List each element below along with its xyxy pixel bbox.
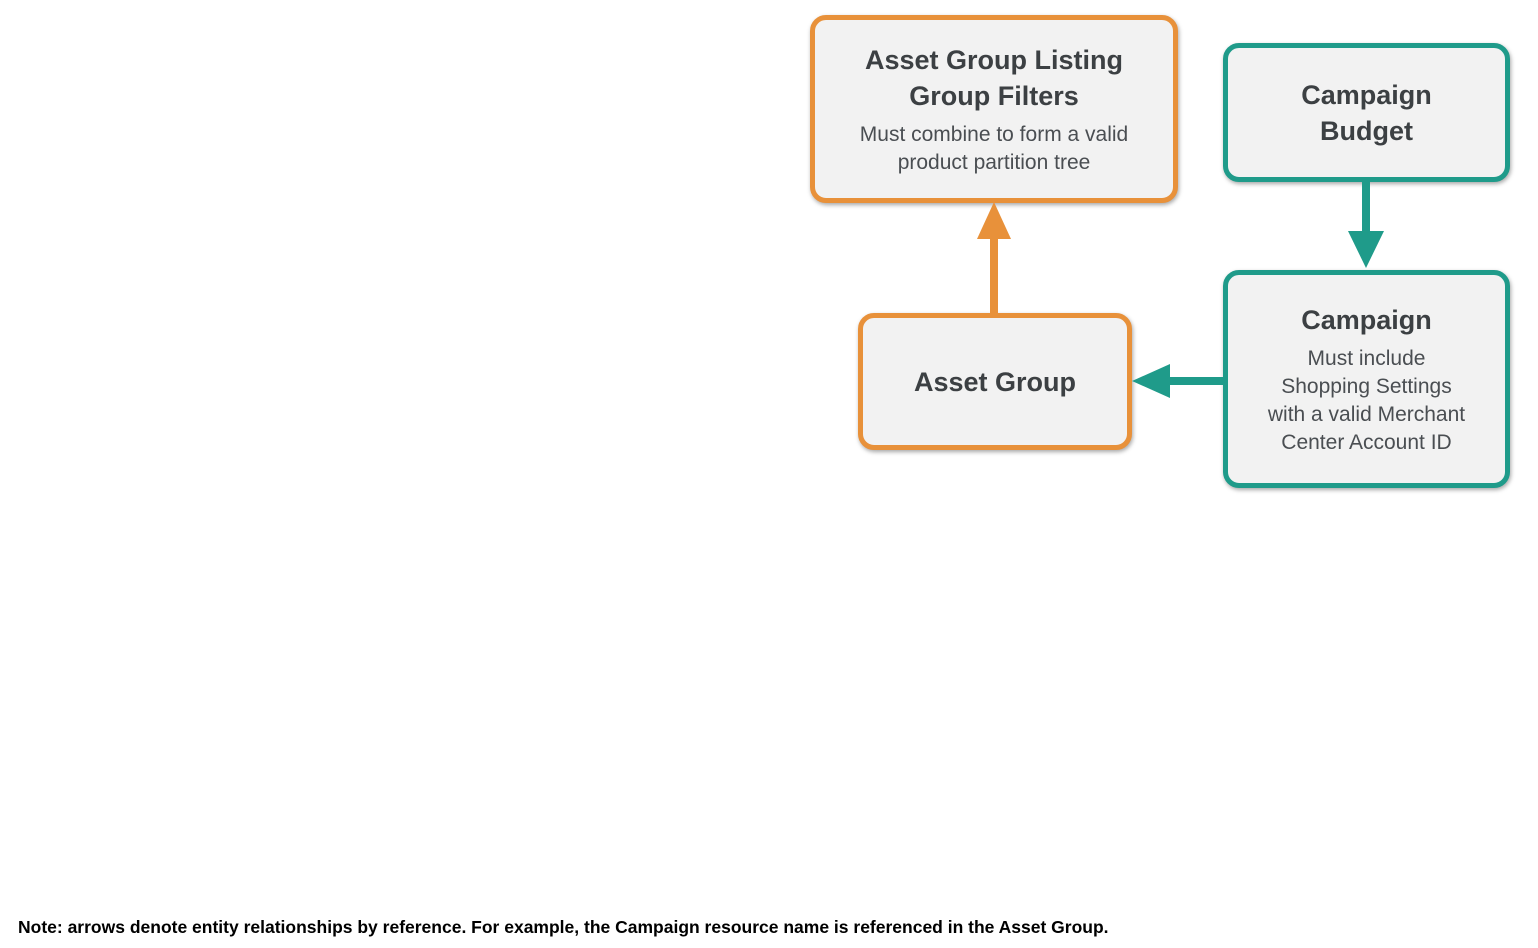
node-subtitle-line: Center Account ID [1281, 430, 1452, 454]
node-subtitle-line: Must include [1307, 346, 1426, 370]
node-campaign: Campaign Must include Shopping Settings … [1223, 270, 1510, 488]
arrowhead-down-icon [1348, 231, 1384, 268]
node-title-line: Asset Group [913, 366, 1077, 397]
node-subtitle-line: Shopping Settings [1281, 374, 1452, 398]
node-title-line: Group Filters [909, 80, 1079, 111]
node-title-line: Campaign [1301, 304, 1432, 335]
node-subtitle: Must include Shopping Settings with a va… [1268, 345, 1465, 457]
node-campaign-budget: Campaign Budget [1223, 43, 1510, 182]
arrowhead-left-icon [1132, 364, 1170, 398]
node-title-line: Budget [1320, 115, 1413, 146]
node-subtitle-line: with a valid Merchant [1267, 402, 1466, 426]
arrow-shaft [1362, 180, 1370, 234]
note-text: Note: arrows denote entity relationships… [18, 917, 1109, 937]
node-title-line: Asset Group Listing [864, 44, 1124, 75]
node-asset-group: Asset Group [858, 313, 1132, 450]
node-subtitle-line: product partition tree [897, 150, 1091, 174]
node-title: Campaign Budget [1301, 77, 1432, 149]
node-subtitle-line: Must combine to form a valid [859, 122, 1129, 146]
node-title-line: Campaign [1301, 79, 1432, 110]
node-title: Campaign [1301, 302, 1432, 338]
node-title: Asset Group Listing Group Filters [865, 42, 1123, 114]
node-subtitle: Must combine to form a valid product par… [860, 121, 1128, 177]
node-title: Asset Group [914, 364, 1076, 400]
arrow-shaft [1168, 377, 1224, 385]
arrow-shaft [990, 236, 998, 314]
arrowhead-up-icon [977, 202, 1011, 239]
node-asset-group-listing-group-filters: Asset Group Listing Group Filters Must c… [810, 15, 1178, 203]
